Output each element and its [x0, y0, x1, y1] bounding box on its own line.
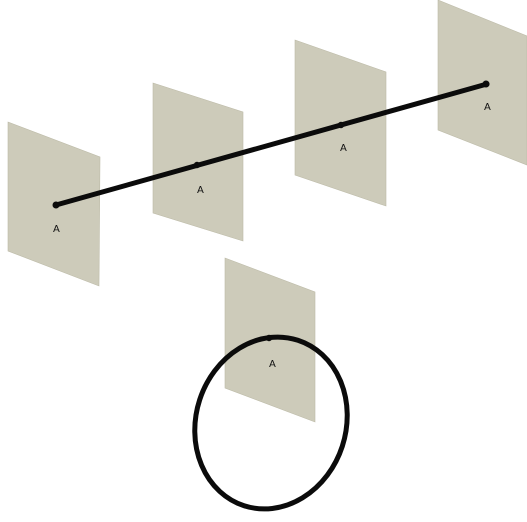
plane-4-label: A: [484, 102, 491, 113]
plane-3-label: A: [340, 143, 347, 154]
line-end-left-knot: [52, 201, 60, 209]
line-end-right-knot: [482, 80, 490, 88]
plane-5-label: A: [269, 359, 276, 370]
plane-4-group: [437, 0, 527, 166]
closed-loop-path: [192, 334, 350, 512]
loop-point-plane-5-knot: [265, 334, 273, 342]
plane-4: [437, 0, 527, 166]
line-point-plane-3-knot: [337, 121, 345, 129]
plane-1-label: A: [53, 224, 60, 235]
straight-line-path: [53, 81, 490, 208]
line-point-plane-2-knot: [193, 161, 201, 169]
plane-2-label: A: [197, 185, 204, 196]
